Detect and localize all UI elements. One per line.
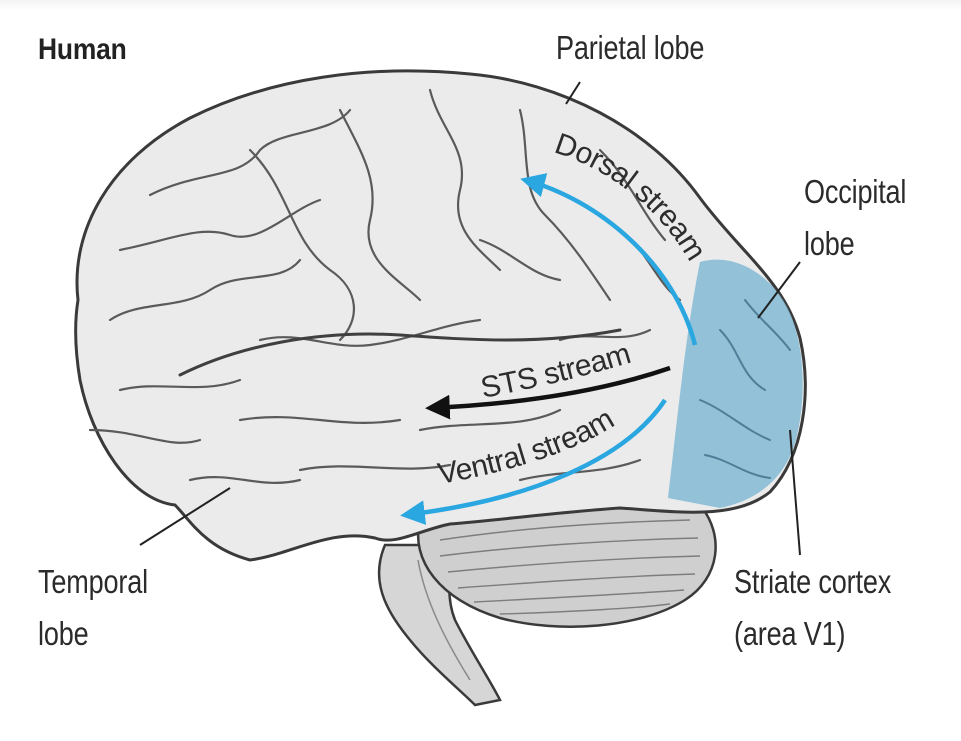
- occipital-lobe-label-line1: Occipital: [804, 172, 906, 212]
- figure-title: Human: [38, 30, 127, 70]
- striate-cortex-label-line2: (area V1): [734, 614, 845, 654]
- striate-cortex-label-line1: Striate cortex: [734, 562, 891, 602]
- temporal-lobe-label-line2: lobe: [38, 614, 89, 654]
- temporal-lobe-label-line1: Temporal: [38, 562, 148, 602]
- occipital-lobe-label-line2: lobe: [804, 224, 855, 264]
- parietal-lobe-label: Parietal lobe: [556, 28, 704, 68]
